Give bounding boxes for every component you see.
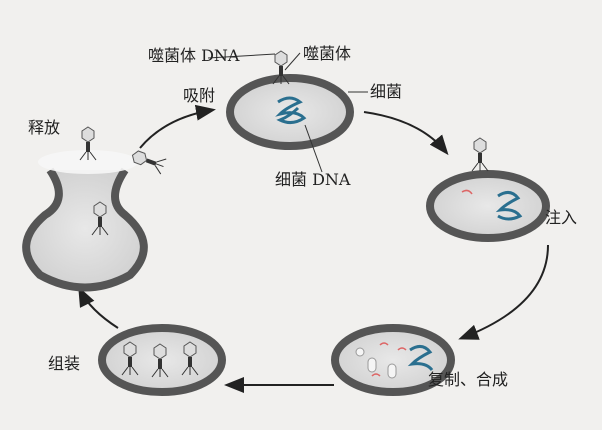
label-assembly: 组装 — [48, 354, 81, 373]
label-injection: 注入 — [545, 208, 578, 227]
arrow-release-to-adsorption — [139, 104, 216, 149]
label-bacterium: 细菌 — [370, 82, 403, 101]
cycle-arrows — [78, 104, 549, 393]
arrow-assembly-to-release — [78, 286, 119, 329]
label-bacterial-dna: 细菌 DNA — [275, 170, 351, 189]
phage-icon — [129, 147, 167, 175]
bacterium-release — [22, 126, 167, 292]
bacterial-dna — [275, 96, 307, 125]
label-adsorption: 吸附 — [183, 86, 216, 105]
phage-icon — [471, 137, 489, 172]
arrow-adsorption-to-injection — [363, 111, 449, 156]
label-phage-dna: 噬菌体 DNA — [148, 46, 240, 65]
bacterium-injection — [426, 137, 550, 242]
bacterium-assembly — [98, 324, 226, 396]
arrow-injection-to-replication — [458, 244, 549, 340]
bacterium-adsorption — [207, 50, 368, 173]
label-release: 释放 — [28, 118, 61, 137]
bacterium-replication — [331, 324, 455, 396]
label-replication-synthesis: 复制、合成 — [428, 370, 509, 389]
label-phage: 噬菌体 — [303, 44, 352, 63]
